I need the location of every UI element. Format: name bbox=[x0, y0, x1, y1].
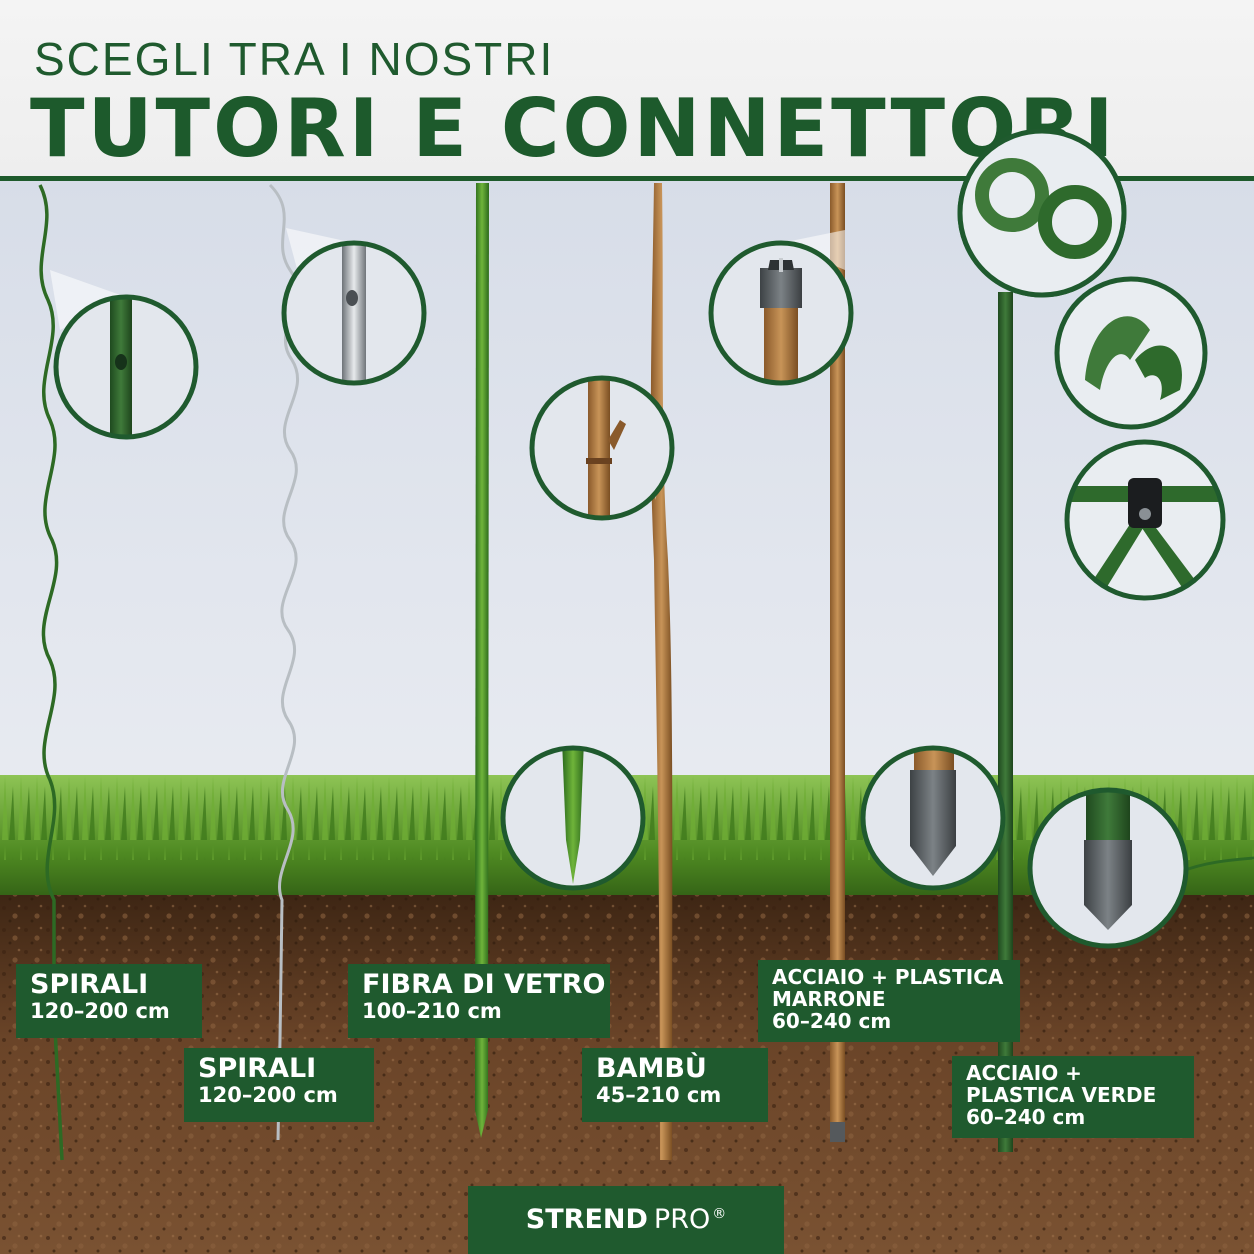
registered-mark: ® bbox=[712, 1206, 727, 1222]
label-size: 45–210 cm bbox=[596, 1082, 722, 1107]
label-name: FIBRA DI VETRO bbox=[362, 969, 606, 1000]
label-name: SPIRALI bbox=[198, 1053, 317, 1084]
double-ring-connector-overlay bbox=[957, 128, 1127, 298]
fiberglass-pointed-tip-detail-icon bbox=[500, 745, 646, 891]
galvanized-spiral-stake-tip-detail-icon bbox=[281, 240, 427, 386]
green-spiral-stake-tip-detail-icon bbox=[53, 294, 199, 440]
label-bamboo: BAMBÙ 45–210 cm bbox=[582, 1048, 768, 1122]
green-plastic-steel-stake bbox=[998, 292, 1013, 1152]
brown-plastic-steel-stake bbox=[830, 183, 845, 1128]
clip-connector-icon bbox=[1054, 276, 1208, 430]
label-green-plastic-steel: ACCIAIO + PLASTICA VERDE 60–240 cm bbox=[952, 1056, 1194, 1138]
green-spiral-stake bbox=[38, 184, 64, 1161]
brand-name: STREND bbox=[525, 1204, 648, 1235]
label-name: ACCIAIO + PLASTICA MARRONE bbox=[772, 965, 1004, 1011]
label-name: ACCIAIO + PLASTICA VERDE bbox=[966, 1061, 1157, 1107]
label-fiberglass: FIBRA DI VETRO 100–210 cm bbox=[348, 964, 610, 1038]
page-subtitle: SCEGLI TRA I NOSTRI bbox=[34, 33, 555, 85]
label-green-spiral: SPIRALI 120–200 cm bbox=[16, 964, 202, 1038]
label-brown-plastic-steel: ACCIAIO + PLASTICA MARRONE 60–240 cm bbox=[758, 960, 1020, 1042]
label-name: BAMBÙ bbox=[596, 1053, 707, 1084]
label-size: 60–240 cm bbox=[772, 1009, 892, 1033]
header-divider bbox=[0, 176, 1254, 181]
label-size: 100–210 cm bbox=[362, 998, 502, 1023]
fiberglass-stake bbox=[475, 183, 489, 1138]
page-title: TUTORI E CONNETTORI bbox=[30, 82, 1117, 175]
brand-suffix: PRO bbox=[653, 1204, 711, 1235]
plastic-cap-top-detail-icon bbox=[708, 240, 854, 386]
label-size: 60–240 cm bbox=[966, 1105, 1086, 1129]
green-stake-pointed-foot-detail-icon bbox=[1027, 787, 1189, 949]
label-name: SPIRALI bbox=[30, 969, 149, 1000]
label-size: 120–200 cm bbox=[198, 1082, 338, 1107]
callout-wedge bbox=[50, 270, 126, 330]
label-galvanized-spiral: SPIRALI 120–200 cm bbox=[184, 1048, 374, 1122]
label-size: 120–200 cm bbox=[30, 998, 170, 1023]
bamboo-node-detail-icon bbox=[529, 375, 675, 521]
brown-stake-foot bbox=[830, 1122, 845, 1142]
plastic-pointed-foot-detail-icon bbox=[860, 745, 1006, 891]
